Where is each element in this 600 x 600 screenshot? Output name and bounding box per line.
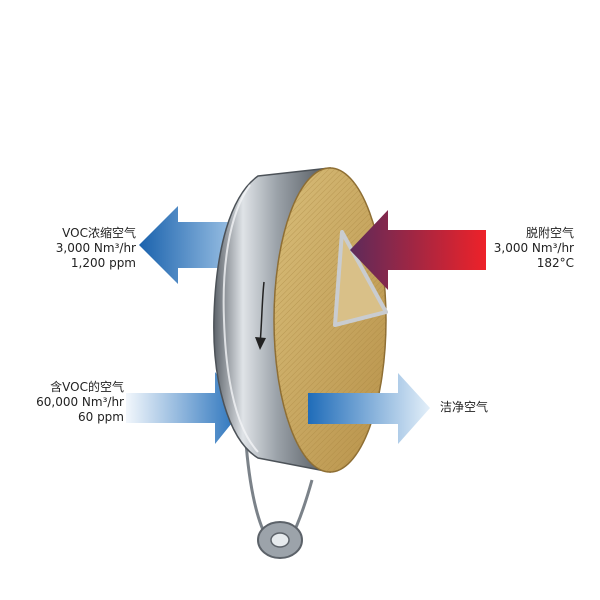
clean-air-name: 洁净空气: [440, 400, 489, 414]
voc-laden-air-concentration: 60 ppm: [77, 410, 124, 424]
voc-laden-air-arrow: [126, 372, 244, 444]
desorption-sector: [333, 230, 388, 327]
rotation-arrow: [255, 281, 266, 350]
clean-air-arrow: [308, 373, 430, 444]
concentrated-air-name: VOC浓缩空气: [62, 226, 136, 240]
voc-laden-air-flow: 60,000 Nm³/hr: [36, 395, 124, 409]
concentrated-air-label: VOC浓缩空气 3,000 Nm³/hr 1,200 ppm: [28, 226, 136, 271]
voc-laden-air-label: 含VOC的空气 60,000 Nm³/hr 60 ppm: [10, 380, 124, 425]
desorption-air-name: 脱附空气: [525, 226, 574, 240]
rim-highlight: [222, 184, 259, 453]
concentrated-air-concentration: 1,200 ppm: [70, 256, 136, 270]
zeolite-honeycomb-texture: [274, 168, 386, 472]
voc-laden-air-name: 含VOC的空气: [50, 380, 124, 394]
clean-air-label: 洁净空气: [440, 400, 488, 415]
desorption-air-temperature: 182°C: [536, 256, 574, 270]
desorption-air-label: 脱附空气 3,000 Nm³/hr 182°C: [464, 226, 574, 271]
desorption-air-flow: 3,000 Nm³/hr: [493, 241, 574, 255]
drive-pulley: [257, 521, 303, 559]
desorption-air-arrow: [350, 210, 486, 290]
concentrated-air-flow: 3,000 Nm³/hr: [55, 241, 136, 255]
